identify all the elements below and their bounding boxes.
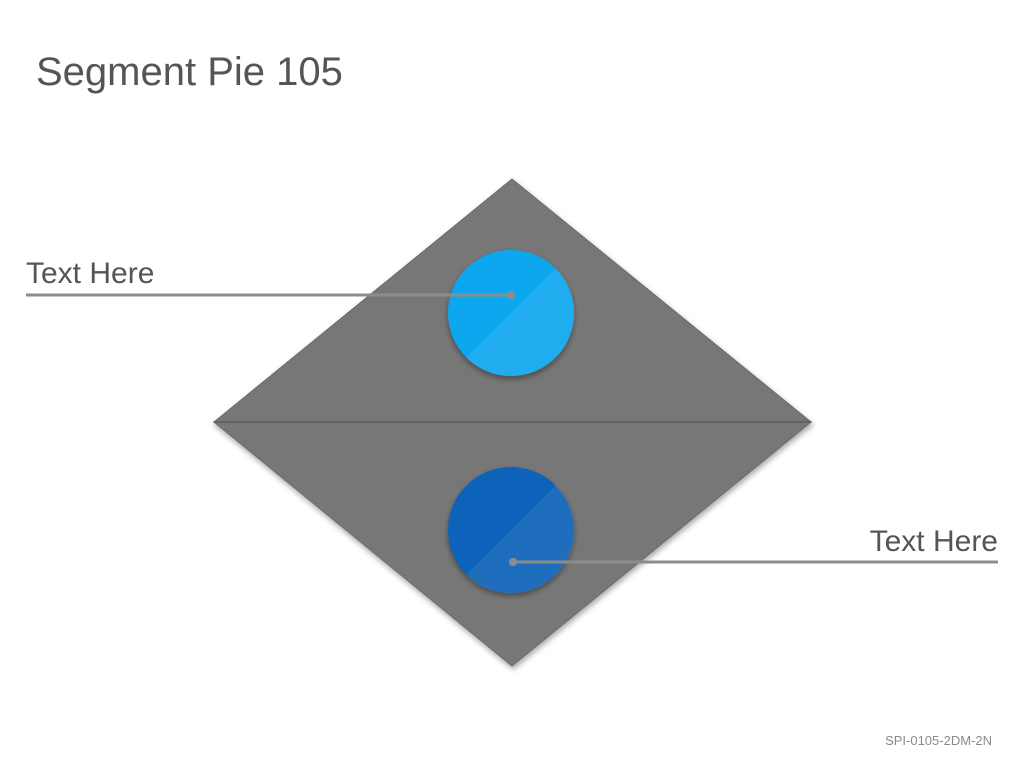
slide-code: SPI-0105-2DM-2N: [885, 733, 992, 748]
top-segment-label: Text Here: [26, 257, 155, 290]
page-title: Segment Pie 105: [36, 50, 343, 94]
circle-marker-icon: [448, 467, 575, 594]
bottom-segment-label: Text Here: [869, 525, 998, 558]
top-leader-line: [26, 291, 515, 299]
circle-marker-icon: [448, 250, 575, 377]
bottom-leader-line: [509, 558, 998, 566]
